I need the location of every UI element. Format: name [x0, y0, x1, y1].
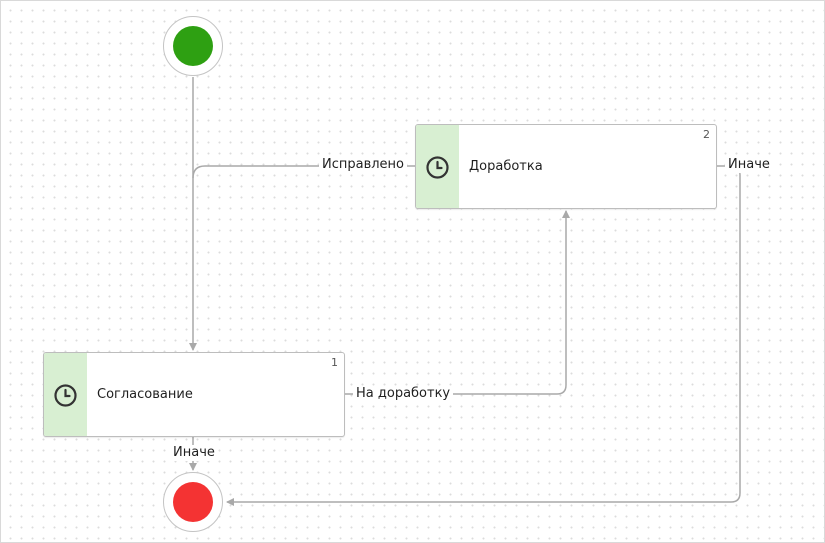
task-name: Согласование: [97, 387, 193, 402]
edge-label-fixed[interactable]: Исправлено: [319, 157, 408, 173]
edge-label-rework[interactable]: На доработку: [353, 386, 454, 402]
task-rework[interactable]: Доработка 2: [415, 124, 717, 209]
task-number: 2: [703, 128, 710, 141]
end-event-icon: [173, 482, 213, 522]
end-event[interactable]: [163, 472, 223, 532]
start-event[interactable]: [163, 16, 223, 76]
task-number: 1: [331, 356, 338, 369]
clock-icon: [54, 384, 77, 407]
edge-fixed[interactable]: [192, 165, 415, 179]
task-name: Доработка: [469, 159, 543, 174]
edge-rework[interactable]: [345, 210, 570, 395]
edge-else-from-rework[interactable]: [226, 165, 741, 506]
start-event-icon: [173, 26, 213, 66]
clock-icon: [426, 156, 449, 179]
edge-label-else-from-approval[interactable]: Иначе: [170, 445, 218, 461]
task-approval[interactable]: Согласование 1: [43, 352, 345, 437]
edge-label-else-from-rework[interactable]: Иначе: [725, 157, 773, 173]
